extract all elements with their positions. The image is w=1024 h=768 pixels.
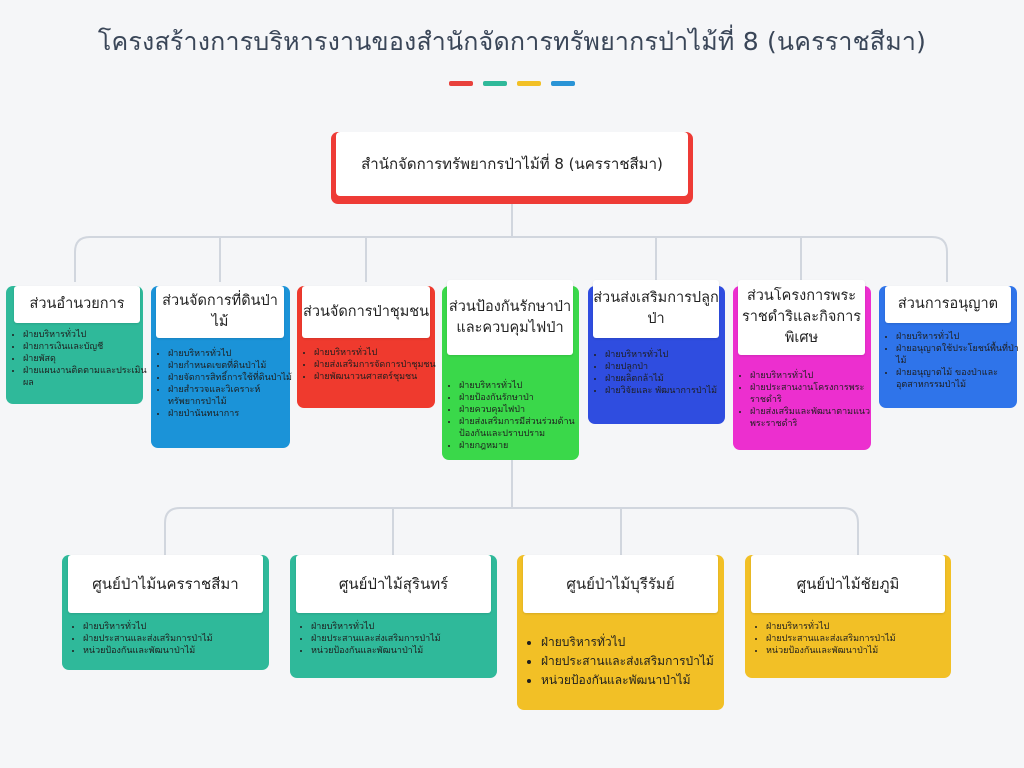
list-item: ฝ่ายบริหารทั่วไป bbox=[605, 349, 733, 361]
division-1-item-list: ฝ่ายบริหารทั่วไปฝ่ายการเงินและบัญชีฝ่ายพ… bbox=[8, 329, 151, 389]
list-item: ฝ่ายจัดการสิทธิ์การใช้ที่ดินป่าไม้ bbox=[168, 372, 298, 384]
list-item: ฝ่ายบริหารทั่วไป bbox=[314, 347, 444, 359]
list-item: ฝ่ายส่งเสริมการจัดการป่าชุมชน bbox=[314, 359, 444, 371]
list-item: ฝ่ายวิจัยและ พัฒนาการป่าไม้ bbox=[605, 385, 733, 397]
center-1-card: ศูนย์ป่าไม้นครราชสีมาฝ่ายบริหารทั่วไปฝ่า… bbox=[62, 555, 269, 670]
center-3-heading-label: ศูนย์ป่าไม้บุรีรัมย์ bbox=[566, 574, 675, 593]
division-4-card: ส่วนป้องกันรักษาป่าและควบคุมไฟป่าฝ่ายบริ… bbox=[442, 280, 579, 460]
division-2-card: ส่วนจัดการที่ดินป่าไม้ฝ่ายบริหารทั่วไปฝ่… bbox=[151, 286, 292, 448]
division-2-heading: ส่วนจัดการที่ดินป่าไม้ bbox=[156, 286, 284, 338]
division-5-heading-label: ส่วนส่งเสริมการปลูกป่า bbox=[593, 290, 719, 327]
list-item: ฝ่ายส่งเสริมการมีส่วนร่วมด้านป้องกันและป… bbox=[459, 416, 587, 440]
division-2-item-list: ฝ่ายบริหารทั่วไปฝ่ายกำหนดเขตที่ดินป่าไม้… bbox=[153, 348, 298, 420]
accent-stripe-yellow bbox=[517, 81, 541, 86]
accent-stripe-red bbox=[449, 81, 473, 86]
list-item: ฝ่ายประสานงานโครงการพระราชดำริ bbox=[750, 382, 879, 406]
division-5-heading: ส่วนส่งเสริมการปลูกป่า bbox=[593, 280, 719, 338]
division-6-heading-label: ส่วนโครงการพระราชดำริและกิจการพิเศษ bbox=[741, 288, 862, 346]
accent-stripe-teal bbox=[483, 81, 507, 86]
connector-center-bus bbox=[164, 507, 859, 555]
root-office-box: สำนักจัดการทรัพยากรป่าไม้ที่ 8 (นครราชสี… bbox=[331, 132, 693, 204]
division-1-card: ส่วนอำนวยการฝ่ายบริหารทั่วไปฝ่ายการเงินแ… bbox=[6, 286, 147, 404]
division-3-item-list: ฝ่ายบริหารทั่วไปฝ่ายส่งเสริมการจัดการป่า… bbox=[299, 347, 444, 383]
division-6-item-list: ฝ่ายบริหารทั่วไปฝ่ายประสานงานโครงการพระร… bbox=[735, 370, 879, 430]
center-3-item-list: ฝ่ายบริหารทั่วไปฝ่ายประสานและส่งเสริมการ… bbox=[523, 633, 732, 690]
center-3-heading: ศูนย์ป่าไม้บุรีรัมย์ bbox=[523, 555, 718, 613]
list-item: ฝ่ายบริหารทั่วไป bbox=[83, 621, 274, 633]
accent-stripe-blue bbox=[551, 81, 575, 86]
division-2-heading-label: ส่วนจัดการที่ดินป่าไม้ bbox=[162, 293, 278, 330]
list-item: ฝ่ายประสานและส่งเสริมการป่าไม้ bbox=[311, 633, 502, 645]
list-item: ฝ่ายผลิตกล้าไม้ bbox=[605, 373, 733, 385]
list-item: หน่วยป้องกันและพัฒนาป่าไม้ bbox=[766, 645, 956, 657]
list-item: ฝ่ายควบคุมไฟป่า bbox=[459, 404, 587, 416]
list-item: หน่วยป้องกันและพัฒนาป่าไม้ bbox=[83, 645, 274, 657]
center-2-card: ศูนย์ป่าไม้สุรินทร์ฝ่ายบริหารทั่วไปฝ่ายป… bbox=[290, 555, 497, 678]
center-1-heading-label: ศูนย์ป่าไม้นครราชสีมา bbox=[92, 574, 239, 593]
list-item: ฝ่ายบริหารทั่วไป bbox=[168, 348, 298, 360]
division-7-item-list: ฝ่ายบริหารทั่วไปฝ่ายอนุญาตใช้ประโยชน์พื้… bbox=[881, 331, 1024, 391]
list-item: ฝ่ายปลูกป่า bbox=[605, 361, 733, 373]
list-item: ฝ่ายประสานและส่งเสริมการป่าไม้ bbox=[541, 652, 732, 671]
list-item: ฝ่ายกฎหมาย bbox=[459, 440, 587, 452]
list-item: ฝ่ายส่งเสริมและพัฒนาตามแนวพระราชดำริ bbox=[750, 406, 879, 430]
list-item: หน่วยป้องกันและพัฒนาป่าไม้ bbox=[311, 645, 502, 657]
list-item: หน่วยป้องกันและพัฒนาป่าไม้ bbox=[541, 671, 732, 690]
center-4-heading-label: ศูนย์ป่าไม้ชัยภูมิ bbox=[796, 574, 900, 593]
division-3-heading: ส่วนจัดการป่าชุมชน bbox=[302, 286, 430, 338]
list-item: ฝ่ายบริหารทั่วไป bbox=[541, 633, 732, 652]
list-item: ฝ่ายบริหารทั่วไป bbox=[896, 331, 1024, 343]
division-5-card: ส่วนส่งเสริมการปลูกป่าฝ่ายบริหารทั่วไปฝ่… bbox=[588, 280, 725, 424]
list-item: ฝ่ายพัฒนาวนศาสตร์ชุมชน bbox=[314, 371, 444, 383]
division-6-heading: ส่วนโครงการพระราชดำริและกิจการพิเศษ bbox=[738, 280, 865, 355]
page-title: โครงสร้างการบริหารงานของสำนักจัดการทรัพย… bbox=[97, 27, 927, 56]
list-item: ฝ่ายป่านันทนาการ bbox=[168, 408, 298, 420]
center-1-item-list: ฝ่ายบริหารทั่วไปฝ่ายประสานและส่งเสริมการ… bbox=[68, 621, 274, 657]
list-item: ฝ่ายบริหารทั่วไป bbox=[23, 329, 151, 341]
center-3-card: ศูนย์ป่าไม้บุรีรัมย์ฝ่ายบริหารทั่วไปฝ่าย… bbox=[517, 555, 724, 710]
center-2-heading: ศูนย์ป่าไม้สุรินทร์ bbox=[296, 555, 491, 613]
division-7-card: ส่วนการอนุญาตฝ่ายบริหารทั่วไปฝ่ายอนุญาตใ… bbox=[879, 286, 1019, 408]
list-item: ฝ่ายอนุญาตไม้ ของป่าและอุตสาหกรรมป่าไม้ bbox=[896, 367, 1024, 391]
division-4-heading-label: ส่วนป้องกันรักษาป่าและควบคุมไฟป่า bbox=[448, 298, 572, 336]
connector-division-bus bbox=[74, 236, 948, 282]
root-office-label: สำนักจัดการทรัพยากรป่าไม้ที่ 8 (นครราชสี… bbox=[336, 132, 688, 196]
center-1-heading: ศูนย์ป่าไม้นครราชสีมา bbox=[68, 555, 263, 613]
list-item: ฝ่ายบริหารทั่วไป bbox=[750, 370, 879, 382]
division-5-item-list: ฝ่ายบริหารทั่วไปฝ่ายปลูกป่าฝ่ายผลิตกล้าไ… bbox=[590, 349, 733, 397]
division-1-heading: ส่วนอำนวยการ bbox=[14, 286, 140, 323]
list-item: ฝ่ายประสานและส่งเสริมการป่าไม้ bbox=[83, 633, 274, 645]
division-3-card: ส่วนจัดการป่าชุมชนฝ่ายบริหารทั่วไปฝ่ายส่… bbox=[297, 286, 436, 408]
list-item: ฝ่ายพัสดุ bbox=[23, 353, 151, 365]
list-item: ฝ่ายบริหารทั่วไป bbox=[311, 621, 502, 633]
list-item: ฝ่ายประสานและส่งเสริมการป่าไม้ bbox=[766, 633, 956, 645]
list-item: ฝ่ายอนุญาตใช้ประโยชน์พื้นที่ป่าไม้ bbox=[896, 343, 1024, 367]
division-4-item-list: ฝ่ายบริหารทั่วไปฝ่ายป้องกันรักษาป่าฝ่ายค… bbox=[444, 380, 587, 452]
list-item: ฝ่ายบริหารทั่วไป bbox=[459, 380, 587, 392]
division-7-heading-label: ส่วนการอนุญาต bbox=[897, 296, 999, 312]
division-3-heading-label: ส่วนจัดการป่าชุมชน bbox=[302, 303, 430, 320]
center-2-item-list: ฝ่ายบริหารทั่วไปฝ่ายประสานและส่งเสริมการ… bbox=[296, 621, 502, 657]
list-item: ฝ่ายบริหารทั่วไป bbox=[766, 621, 956, 633]
division-6-card: ส่วนโครงการพระราชดำริและกิจการพิเศษฝ่ายบ… bbox=[733, 280, 871, 450]
list-item: ฝ่ายสำรวจและวิเคราะห์ ทรัพยากรป่าไม้ bbox=[168, 384, 298, 408]
list-item: ฝ่ายกำหนดเขตที่ดินป่าไม้ bbox=[168, 360, 298, 372]
center-2-heading-label: ศูนย์ป่าไม้สุรินทร์ bbox=[338, 574, 449, 593]
list-item: ฝ่ายแผนงานติดตามและประเมินผล bbox=[23, 365, 151, 389]
division-7-heading: ส่วนการอนุญาต bbox=[885, 286, 1011, 323]
center-4-heading: ศูนย์ป่าไม้ชัยภูมิ bbox=[751, 555, 945, 613]
center-4-card: ศูนย์ป่าไม้ชัยภูมิฝ่ายบริหารทั่วไปฝ่ายปร… bbox=[745, 555, 951, 678]
division-4-heading: ส่วนป้องกันรักษาป่าและควบคุมไฟป่า bbox=[447, 280, 573, 355]
division-1-heading-label: ส่วนอำนวยการ bbox=[29, 296, 125, 312]
center-4-item-list: ฝ่ายบริหารทั่วไปฝ่ายประสานและส่งเสริมการ… bbox=[751, 621, 956, 657]
list-item: ฝ่ายการเงินและบัญชี bbox=[23, 341, 151, 353]
list-item: ฝ่ายป้องกันรักษาป่า bbox=[459, 392, 587, 404]
